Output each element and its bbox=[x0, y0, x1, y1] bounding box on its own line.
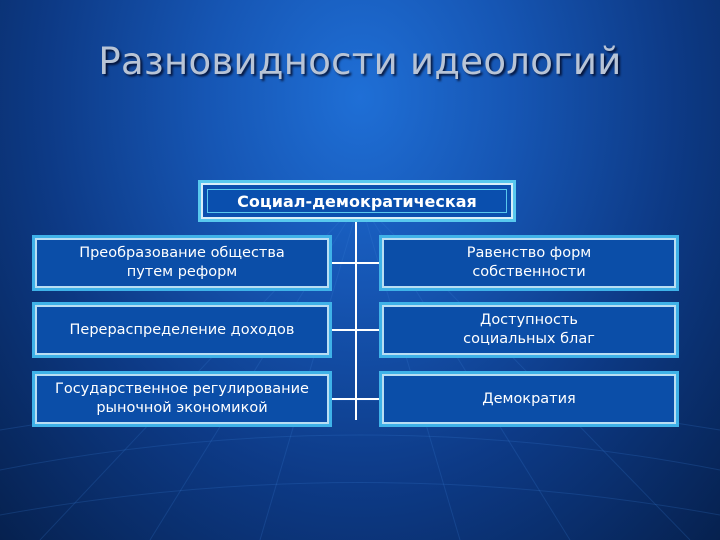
right-node-3-label: Демократия bbox=[482, 390, 576, 407]
right-node-2: Доступность социальных благ bbox=[379, 302, 679, 358]
left-node-1: Преобразование общества путем реформ bbox=[32, 235, 332, 291]
left-node-2-label: Перераспределение доходов bbox=[69, 321, 295, 338]
branch-connector-right-1 bbox=[356, 262, 379, 264]
right-node-3: Демократия bbox=[379, 371, 679, 427]
branch-connector-left-2 bbox=[332, 329, 356, 331]
left-node-3-label: Государственное регулирование рыночной э… bbox=[55, 381, 309, 416]
branch-connector-right-2 bbox=[356, 329, 379, 331]
trunk-connector bbox=[355, 222, 357, 420]
branch-connector-right-3 bbox=[356, 398, 379, 400]
right-node-1: Равенство форм собственности bbox=[379, 235, 679, 291]
slide-title: Разновидности идеологий bbox=[98, 40, 622, 83]
left-node-2: Перераспределение доходов bbox=[32, 302, 332, 358]
root-node: Социал-демократическая bbox=[198, 180, 516, 222]
root-node-label: Социал-демократическая bbox=[207, 189, 507, 213]
right-node-2-label: Доступность социальных благ bbox=[463, 312, 595, 347]
branch-connector-left-3 bbox=[332, 398, 356, 400]
branch-connector-left-1 bbox=[332, 262, 356, 264]
left-node-1-label: Преобразование общества путем реформ bbox=[79, 245, 285, 280]
right-node-1-label: Равенство форм собственности bbox=[466, 245, 592, 280]
left-node-3: Государственное регулирование рыночной э… bbox=[32, 371, 332, 427]
